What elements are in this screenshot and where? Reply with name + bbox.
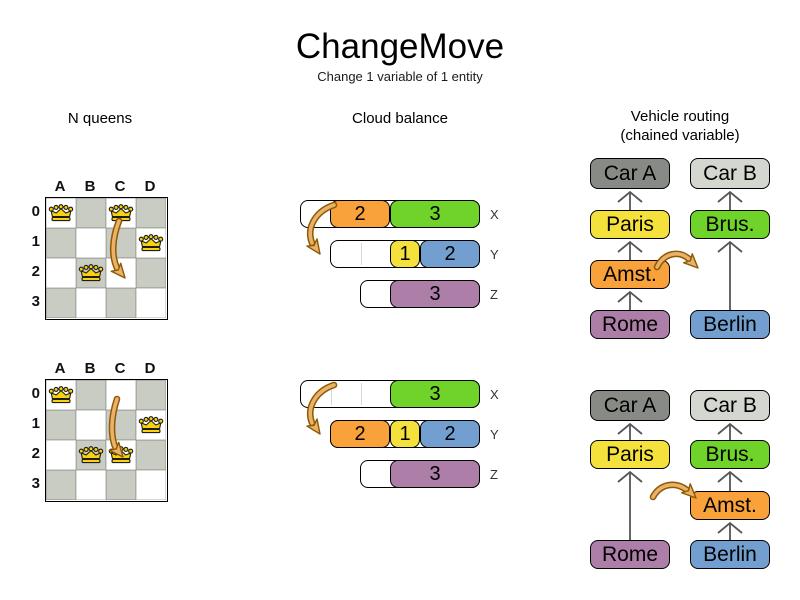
vrp-box-berlin-before: Berlin xyxy=(690,310,770,339)
vrp-box-brus-after: Brus. xyxy=(690,440,770,469)
chess-board-after xyxy=(45,379,168,502)
board-cell-D2 xyxy=(136,440,166,470)
board-row-header-2: 2 xyxy=(31,263,40,280)
process-block-Z-3: 3 xyxy=(390,460,480,488)
vrp-box-paris-after: Paris xyxy=(590,440,670,469)
board-cell-B1 xyxy=(76,410,106,440)
queen-icon-D1 xyxy=(138,414,164,436)
process-block-Y-1: 1 xyxy=(390,420,420,448)
board-cell-D3 xyxy=(136,470,166,500)
vrp-box-paris-before: Paris xyxy=(590,210,670,239)
section-header-cloud: Cloud balance xyxy=(352,110,448,127)
board-cell-A1 xyxy=(46,410,76,440)
section-header-vrp-line2: (chained variable) xyxy=(620,127,740,144)
queen-crown-graphic xyxy=(138,416,164,434)
process-block-Y-2: 2 xyxy=(420,420,480,448)
process-block-Y-1: 1 xyxy=(390,240,420,268)
board-col-header-D: D xyxy=(144,360,156,377)
computer-label-X-before: X xyxy=(490,207,499,222)
board-col-header-A: A xyxy=(54,178,66,195)
queen-crown-graphic xyxy=(78,264,104,282)
queen-crown-graphic xyxy=(48,204,74,222)
chess-board-before xyxy=(45,197,168,320)
board-cell-A3 xyxy=(46,470,76,500)
queen-icon-D1 xyxy=(138,232,164,254)
queen-crown-graphic xyxy=(138,234,164,252)
queen-icon-C0 xyxy=(108,202,134,224)
board-row-header-2: 2 xyxy=(31,445,40,462)
board-cell-B0 xyxy=(76,198,106,228)
board-cell-A3 xyxy=(46,288,76,318)
process-block-X-3: 3 xyxy=(390,200,480,228)
board-col-header-A: A xyxy=(54,360,66,377)
vrp-box-car-b-after: Car B xyxy=(690,390,770,421)
board-col-header-B: B xyxy=(84,360,96,377)
vrp-box-berlin-after: Berlin xyxy=(690,540,770,569)
queen-icon-C2 xyxy=(108,444,134,466)
board-cell-A2 xyxy=(46,440,76,470)
computer-label-X-after: X xyxy=(490,387,499,402)
board-cell-D0 xyxy=(136,198,166,228)
capacity-unit-divider xyxy=(331,383,332,405)
board-row-header-1: 1 xyxy=(31,415,40,432)
board-col-header-C: C xyxy=(114,360,126,377)
process-block-Y-2: 2 xyxy=(330,420,390,448)
queen-icon-B2 xyxy=(78,262,104,284)
board-cell-C0 xyxy=(106,380,136,410)
board-cell-A1 xyxy=(46,228,76,258)
board-cell-C2 xyxy=(106,258,136,288)
vrp-box-rome-after: Rome xyxy=(590,540,670,569)
board-row-header-3: 3 xyxy=(31,293,40,310)
capacity-unit-divider xyxy=(361,383,362,405)
queen-crown-graphic xyxy=(48,386,74,404)
board-row-header-3: 3 xyxy=(31,475,40,492)
board-cell-D2 xyxy=(136,258,166,288)
section-header-vrp: Vehicle routing (chained variable) xyxy=(580,107,780,145)
queen-icon-B2 xyxy=(78,444,104,466)
computer-label-Z-after: Z xyxy=(490,467,498,482)
board-col-header-C: C xyxy=(114,178,126,195)
board-cell-D3 xyxy=(136,288,166,318)
process-block-X-3: 3 xyxy=(390,380,480,408)
board-cell-B3 xyxy=(76,470,106,500)
board-cell-C1 xyxy=(106,410,136,440)
board-cell-D0 xyxy=(136,380,166,410)
section-header-nqueens: N queens xyxy=(67,110,133,127)
vrp-box-amst-after: Amst. xyxy=(690,491,770,520)
board-cell-A2 xyxy=(46,258,76,288)
vrp-box-brus-before: Brus. xyxy=(690,210,770,239)
capacity-unit-divider xyxy=(361,243,362,265)
board-col-header-D: D xyxy=(144,178,156,195)
section-header-vrp-line1: Vehicle routing xyxy=(630,108,730,125)
board-row-header-0: 0 xyxy=(31,385,40,402)
board-cell-B1 xyxy=(76,228,106,258)
board-col-header-B: B xyxy=(84,178,96,195)
queen-crown-graphic xyxy=(108,446,134,464)
queen-icon-A0 xyxy=(48,202,74,224)
process-block-X-2: 2 xyxy=(330,200,390,228)
board-row-header-1: 1 xyxy=(31,233,40,250)
vrp-box-rome-before: Rome xyxy=(590,310,670,339)
board-cell-B0 xyxy=(76,380,106,410)
computer-label-Y-before: Y xyxy=(490,247,499,262)
board-cell-C3 xyxy=(106,288,136,318)
diagram-title: ChangeMove xyxy=(295,27,505,66)
computer-label-Y-after: Y xyxy=(490,427,499,442)
board-cell-C3 xyxy=(106,470,136,500)
process-block-Y-2: 2 xyxy=(420,240,480,268)
computer-label-Z-before: Z xyxy=(490,287,498,302)
vrp-box-car-a-after: Car A xyxy=(590,390,670,421)
queen-icon-A0 xyxy=(48,384,74,406)
process-block-Z-3: 3 xyxy=(390,280,480,308)
diagram-subtitle: Change 1 variable of 1 entity xyxy=(317,69,483,84)
vrp-box-car-a-before: Car A xyxy=(590,158,670,189)
vrp-box-amst-before: Amst. xyxy=(590,260,670,289)
queen-crown-graphic xyxy=(108,204,134,222)
vrp-box-car-b-before: Car B xyxy=(690,158,770,189)
board-row-header-0: 0 xyxy=(31,203,40,220)
board-cell-B3 xyxy=(76,288,106,318)
board-cell-C1 xyxy=(106,228,136,258)
queen-crown-graphic xyxy=(78,446,104,464)
